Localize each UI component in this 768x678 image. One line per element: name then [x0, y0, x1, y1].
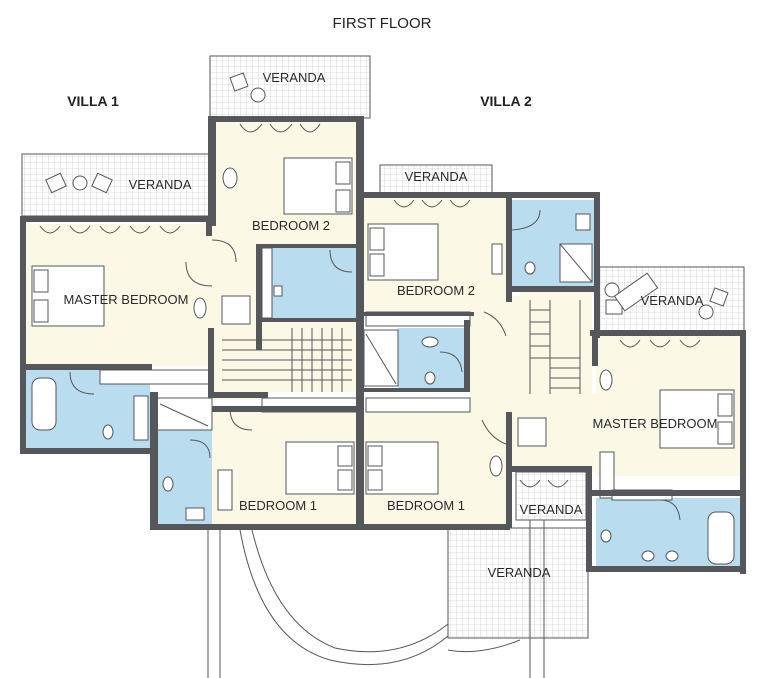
label-v2-veranda-ground: VERANDA — [488, 565, 551, 580]
label-v2-veranda-top: VERANDA — [405, 169, 468, 184]
v1-bedroom1-bed — [285, 441, 355, 495]
walls — [20, 116, 746, 574]
v1-bath-fixtures — [31, 285, 283, 521]
villa1-label: VILLA 1 — [67, 93, 119, 109]
v2-veranda-ground — [447, 527, 589, 639]
label-v1-veranda-top: VERANDA — [263, 70, 326, 85]
v2-bedroom2-bed — [367, 223, 439, 281]
v1-stairs — [262, 322, 358, 392]
villa2-label: VILLA 2 — [480, 93, 532, 109]
label-v2-bedroom-1: BEDROOM 1 — [387, 498, 465, 513]
v1-veranda-left — [21, 153, 211, 217]
v1-shower — [155, 397, 213, 431]
v1-bath-2 — [262, 248, 358, 318]
v1-bedroom2-bed — [283, 157, 353, 215]
misc-furniture — [193, 167, 613, 511]
v2-master-bed — [659, 389, 735, 449]
label-v1-bedroom-2: BEDROOM 2 — [252, 218, 330, 233]
v2-veranda-right — [595, 266, 745, 334]
v2-shower — [363, 329, 399, 387]
v1-master-bed — [31, 265, 105, 327]
label-v2-veranda-right: VERANDA — [641, 293, 704, 308]
floor-title: FIRST FLOOR — [333, 15, 432, 32]
v2-stair-treads — [529, 300, 581, 394]
v2-bedroom1-bed — [365, 441, 439, 495]
v2-veranda-small — [515, 471, 587, 521]
v2-stairs — [520, 292, 592, 394]
label-v2-bedroom-2: BEDROOM 2 — [397, 283, 475, 298]
door-swings — [69, 209, 681, 521]
label-v1-bedroom-1: BEDROOM 1 — [239, 498, 317, 513]
v1-stair-treads — [222, 328, 352, 392]
v2-bath-fixtures — [421, 213, 735, 565]
label-v1-master-bedroom: MASTER BEDROOM — [64, 292, 189, 307]
v1-veranda-top — [209, 55, 371, 119]
label-v2-veranda-small: VERANDA — [520, 502, 583, 517]
label-v2-master-bedroom: MASTER BEDROOM — [593, 416, 718, 431]
label-v1-veranda-left: VERANDA — [129, 177, 192, 192]
garden-outline — [207, 520, 545, 678]
